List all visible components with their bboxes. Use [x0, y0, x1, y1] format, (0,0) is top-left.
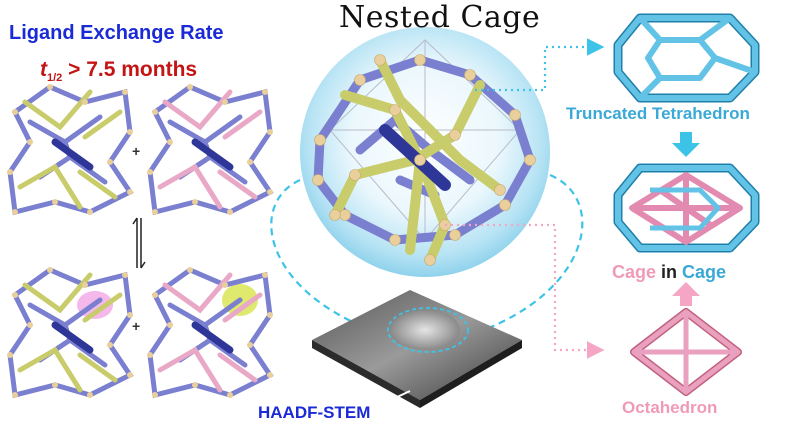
small-cage-bottom-right — [147, 267, 274, 399]
connector-to-octahedron — [445, 223, 605, 359]
equilibrium-arrow — [132, 217, 146, 269]
cage-in-cage-model — [613, 163, 760, 253]
small-cage-top-left — [7, 84, 134, 216]
up-arrow — [672, 282, 700, 306]
cage-word-outer: Cage — [612, 262, 657, 282]
nested-cage-joints — [312, 54, 536, 266]
connector-to-truncated-tetrahedron — [475, 38, 605, 92]
plus-sign-top: + — [132, 143, 141, 159]
ligand-exchange-rate-title: Ligand Exchange Rate — [9, 22, 224, 44]
nested-cage-title: Nested Cage — [339, 0, 541, 35]
zoom-dashed-outline — [270, 173, 584, 340]
truncated-tetrahedron-model — [613, 13, 760, 103]
half-life-symbol: t — [40, 58, 47, 81]
nested-cage-model — [313, 39, 535, 265]
small-cage-bottom-left — [7, 267, 134, 399]
small-cage-top-right — [147, 84, 274, 216]
octahedron-model — [630, 308, 742, 396]
octahedron-label: Octahedron — [622, 398, 718, 417]
plus-sign-bottom: + — [132, 318, 141, 334]
half-life-subscript: 1/2 — [47, 72, 63, 85]
haadf-stem-label: HAADF-STEM — [258, 403, 371, 422]
haadf-stem-image — [312, 290, 522, 408]
truncated-tetrahedron-label: Truncated Tetrahedron — [566, 104, 750, 123]
down-arrow — [672, 132, 700, 157]
half-life-value: > 7.5 months — [62, 58, 198, 81]
half-life-label: t1/2 > 7.5 months — [40, 58, 197, 84]
in-word: in — [656, 262, 683, 282]
cage-in-cage-label: Cage in Cage — [612, 262, 726, 283]
cage-word-inner: Cage — [682, 262, 727, 282]
